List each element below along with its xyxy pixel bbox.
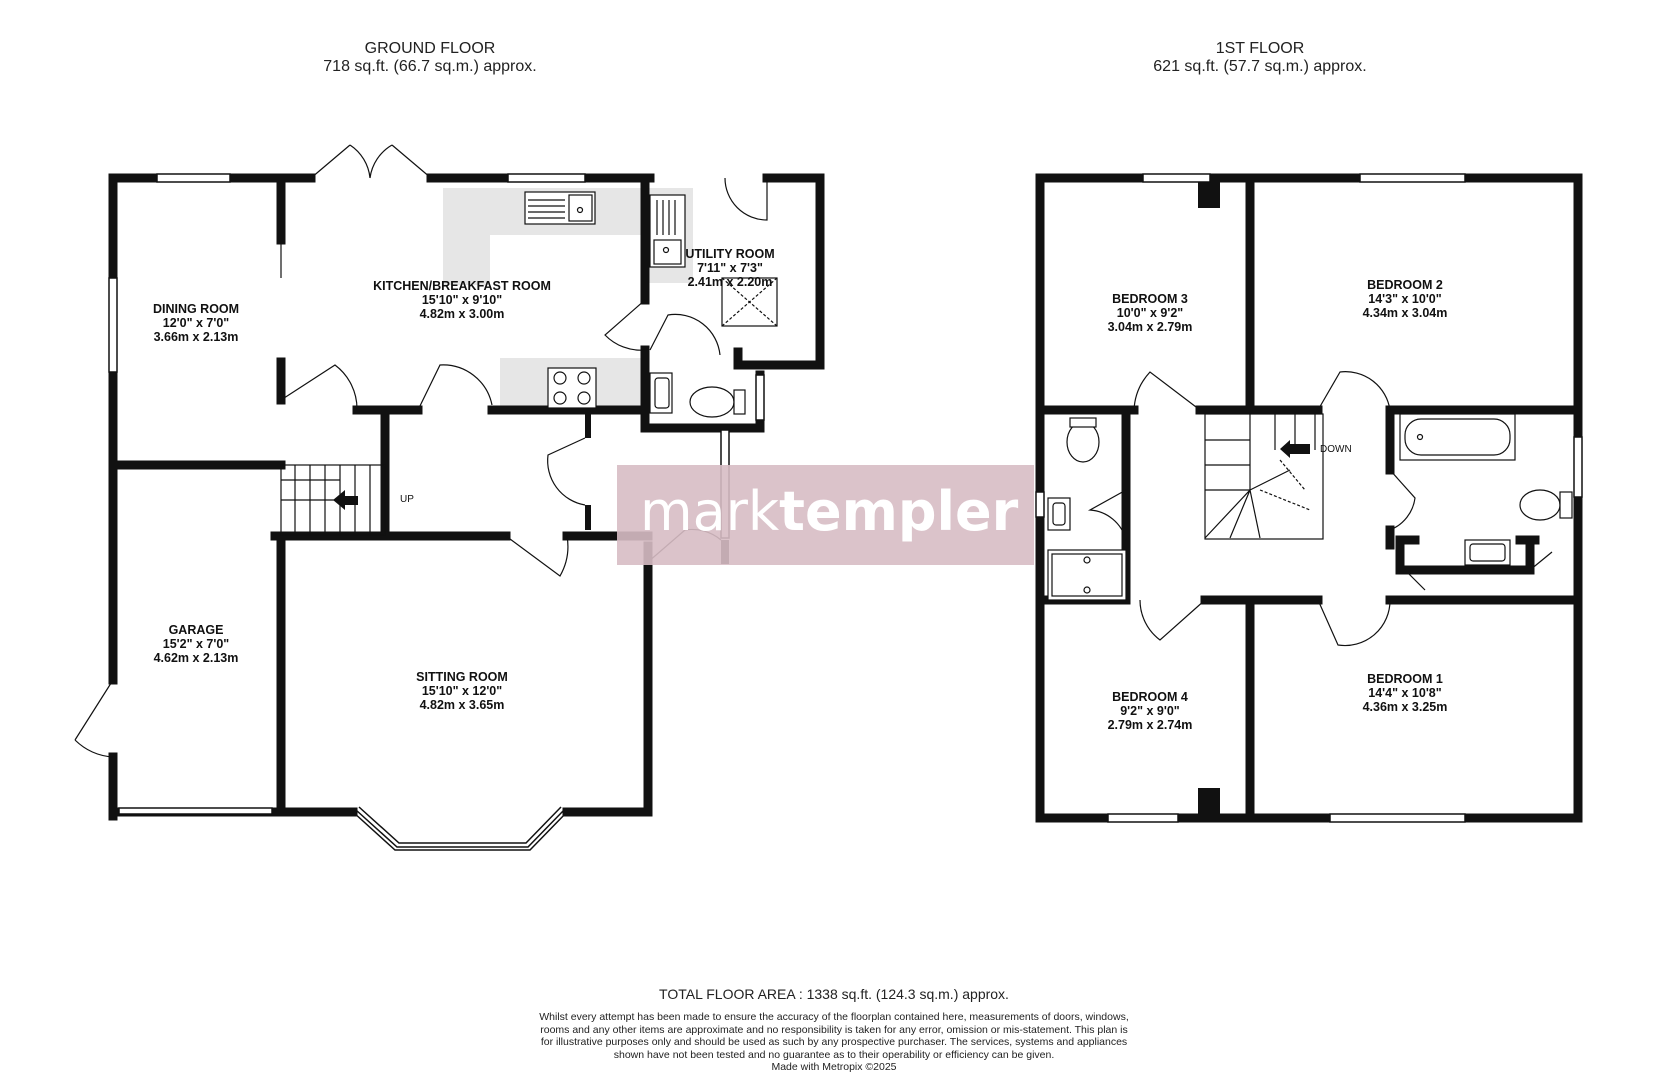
- room-name: BEDROOM 4: [1112, 690, 1188, 704]
- ground-floor-area: 718 sq.ft. (66.7 sq.m.) approx.: [323, 58, 537, 75]
- room-labels: DINING ROOM 12'0" x 7'0" 3.66m x 2.13m K…: [153, 247, 1447, 732]
- first-floor-area: 621 sq.ft. (57.7 sq.m.) approx.: [1153, 58, 1367, 75]
- stair-up-arrow-icon: [333, 490, 358, 510]
- room-name: BEDROOM 3: [1112, 292, 1188, 306]
- first-floor-title: 1ST FLOOR: [1215, 40, 1305, 57]
- footer: TOTAL FLOOR AREA : 1338 sq.ft. (124.3 sq…: [434, 985, 1234, 1074]
- credit-text: Made with Metropix ©2025: [771, 1061, 897, 1074]
- room-metric-size: 2.79m x 2.74m: [1108, 718, 1193, 732]
- first-floor-stairs: [1204, 413, 1324, 540]
- stair-down-label: DOWN: [1320, 444, 1352, 455]
- hall-wall-stub: [585, 505, 591, 530]
- room-imperial-size: 14'4" x 10'8": [1368, 686, 1441, 700]
- room-kitchen-breakfast-room: KITCHEN/BREAKFAST ROOM 15'10" x 9'10" 4.…: [373, 279, 551, 321]
- first-floor-windows: [1035, 173, 1583, 823]
- sitting-room-bay-window: [352, 806, 568, 851]
- chimney-breast: [1198, 178, 1220, 208]
- room-utility-room: UTILITY ROOM 7'11" x 7'3" 2.41m x 2.20m: [685, 247, 774, 289]
- room-imperial-size: 15'10" x 9'10": [422, 293, 502, 307]
- room-garage: GARAGE 15'2" x 7'0" 4.62m x 2.13m: [154, 623, 239, 665]
- room-bedroom-1: BEDROOM 1 14'4" x 10'8" 4.36m x 3.25m: [1363, 672, 1448, 714]
- room-name: KITCHEN/BREAKFAST ROOM: [373, 279, 551, 293]
- first-floor-walls: [1035, 173, 1583, 823]
- bathroom-fixtures: [1399, 413, 1573, 566]
- room-metric-size: 4.82m x 3.65m: [420, 698, 505, 712]
- room-metric-size: 3.04m x 2.79m: [1108, 320, 1193, 334]
- room-metric-size: 4.34m x 3.04m: [1363, 306, 1448, 320]
- room-imperial-size: 15'10" x 12'0": [422, 684, 502, 698]
- room-name: UTILITY ROOM: [685, 247, 774, 261]
- room-imperial-size: 10'0" x 9'2": [1117, 306, 1184, 320]
- room-imperial-size: 14'3" x 10'0": [1368, 292, 1441, 306]
- first-floor-doors: [1087, 371, 1553, 647]
- room-name: SITTING ROOM: [416, 670, 508, 684]
- first-floor-header: 1ST FLOOR 621 sq.ft. (57.7 sq.m.) approx…: [1060, 40, 1460, 76]
- watermark-logo-text: marktempler: [640, 480, 1019, 543]
- ground-wc-fixtures: [649, 372, 746, 418]
- room-name: BEDROOM 2: [1367, 278, 1443, 292]
- total-floor-area: TOTAL FLOOR AREA : 1338 sq.ft. (124.3 sq…: [659, 986, 1009, 1002]
- disclaimer-text: Whilst every attempt has been made to en…: [539, 1011, 1129, 1061]
- room-imperial-size: 7'11" x 7'3": [697, 261, 763, 275]
- room-metric-size: 3.66m x 2.13m: [154, 330, 239, 344]
- stair-up-label: UP: [400, 494, 414, 505]
- room-imperial-size: 12'0" x 7'0": [163, 316, 230, 330]
- first-floor-plan: DOWN: [1035, 173, 1583, 823]
- hob-icon: [547, 367, 597, 409]
- ground-floor-header: GROUND FLOOR 718 sq.ft. (66.7 sq.m.) app…: [230, 40, 630, 76]
- room-bedroom-3: BEDROOM 3 10'0" x 9'2" 3.04m x 2.79m: [1108, 292, 1193, 334]
- room-bedroom-4: BEDROOM 4 9'2" x 9'0" 2.79m x 2.74m: [1108, 690, 1193, 732]
- room-sitting-room: SITTING ROOM 15'10" x 12'0" 4.82m x 3.65…: [416, 670, 508, 712]
- room-imperial-size: 15'2" x 7'0": [163, 637, 230, 651]
- stair-down-arrow-icon: [1280, 440, 1310, 458]
- hall-wall-stub: [585, 413, 591, 438]
- ground-floor-walls: [108, 173, 825, 821]
- room-metric-size: 2.41m x 2.20m: [688, 275, 773, 289]
- ground-floor-title: GROUND FLOOR: [364, 40, 496, 57]
- boiler-icon: [721, 277, 778, 327]
- ground-floor-plan: UP: [74, 144, 825, 851]
- kitchen-sink-icon: [524, 191, 596, 225]
- room-imperial-size: 9'2" x 9'0": [1120, 704, 1180, 718]
- room-bedroom-2: BEDROOM 2 14'3" x 10'0" 4.34m x 3.04m: [1363, 278, 1448, 320]
- room-metric-size: 4.82m x 3.00m: [420, 307, 505, 321]
- chimney-breast: [1198, 788, 1220, 818]
- brand-watermark: marktempler: [617, 465, 1034, 565]
- watermark-background: [617, 465, 1034, 565]
- room-metric-size: 4.36m x 3.25m: [1363, 700, 1448, 714]
- room-name: BEDROOM 1: [1367, 672, 1443, 686]
- ensuite-fixtures: [1047, 417, 1127, 601]
- room-dining-room: DINING ROOM 12'0" x 7'0" 3.66m x 2.13m: [153, 302, 239, 344]
- room-name: DINING ROOM: [153, 302, 239, 316]
- room-name: GARAGE: [169, 623, 224, 637]
- utility-sink-icon: [649, 194, 686, 268]
- room-metric-size: 4.62m x 2.13m: [154, 651, 239, 665]
